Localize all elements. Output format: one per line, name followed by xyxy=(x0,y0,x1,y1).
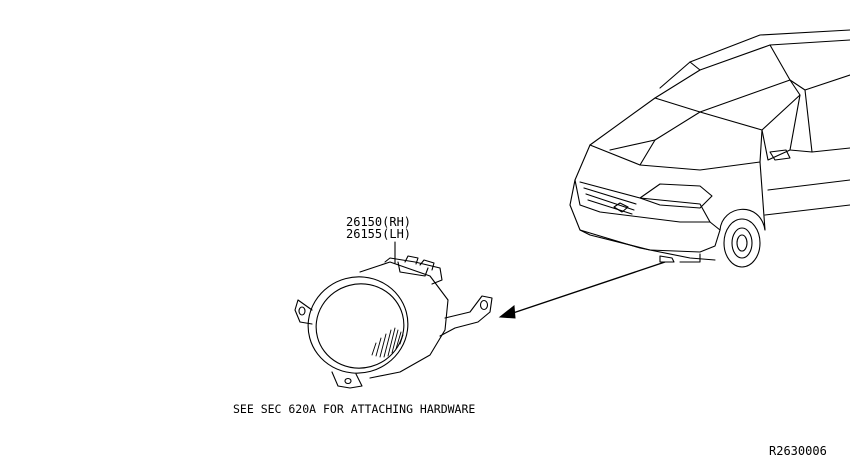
diagram-id: R2630006 xyxy=(769,444,827,458)
vehicle-illustration xyxy=(569,29,850,268)
fog-lamp-illustration xyxy=(294,241,493,389)
location-arrow xyxy=(498,261,666,319)
attaching-hardware-note: SEE SEC 620A FOR ATTACHING HARDWARE xyxy=(233,402,475,416)
part-number-rh: 26150(RH) xyxy=(346,215,411,229)
part-number-lh: 26155(LH) xyxy=(346,227,411,241)
